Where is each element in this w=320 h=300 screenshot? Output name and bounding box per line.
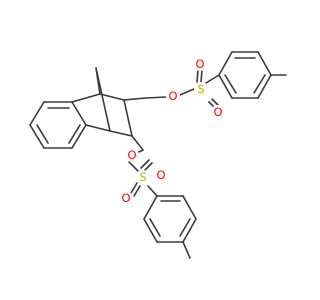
- atom-o-upper-2: O: [211, 105, 225, 119]
- bicyclic-core: [71, 67, 133, 137]
- atom-label-o: O: [213, 105, 222, 119]
- atom-label-o: O: [127, 148, 136, 162]
- benzo-ring: [29, 101, 87, 149]
- atom-label-o: O: [121, 191, 130, 205]
- lower-tosylate-arm: [128, 135, 158, 197]
- upper-tolyl-ring: [218, 51, 287, 99]
- atom-o-lower-2: O: [119, 191, 133, 205]
- atom-o-upper-1: O: [193, 57, 207, 71]
- structure-canvas: O S O O O S O O: [29, 51, 287, 259]
- atom-label-o: O: [156, 168, 165, 182]
- atom-o-lower-1: O: [150, 168, 166, 182]
- atom-label-s: S: [139, 170, 146, 184]
- atom-label-o: O: [168, 89, 177, 103]
- atom-o-ether-upper: O: [166, 89, 180, 103]
- atom-s-lower: S: [136, 170, 150, 184]
- lower-tolyl-ring: [143, 195, 197, 259]
- atom-label-s: S: [197, 82, 204, 96]
- atom-s-upper: S: [194, 82, 208, 96]
- atom-o-ether-lower: O: [125, 148, 139, 162]
- atom-label-o: O: [195, 57, 204, 71]
- molecule-diagram: O S O O O S O O: [29, 51, 287, 259]
